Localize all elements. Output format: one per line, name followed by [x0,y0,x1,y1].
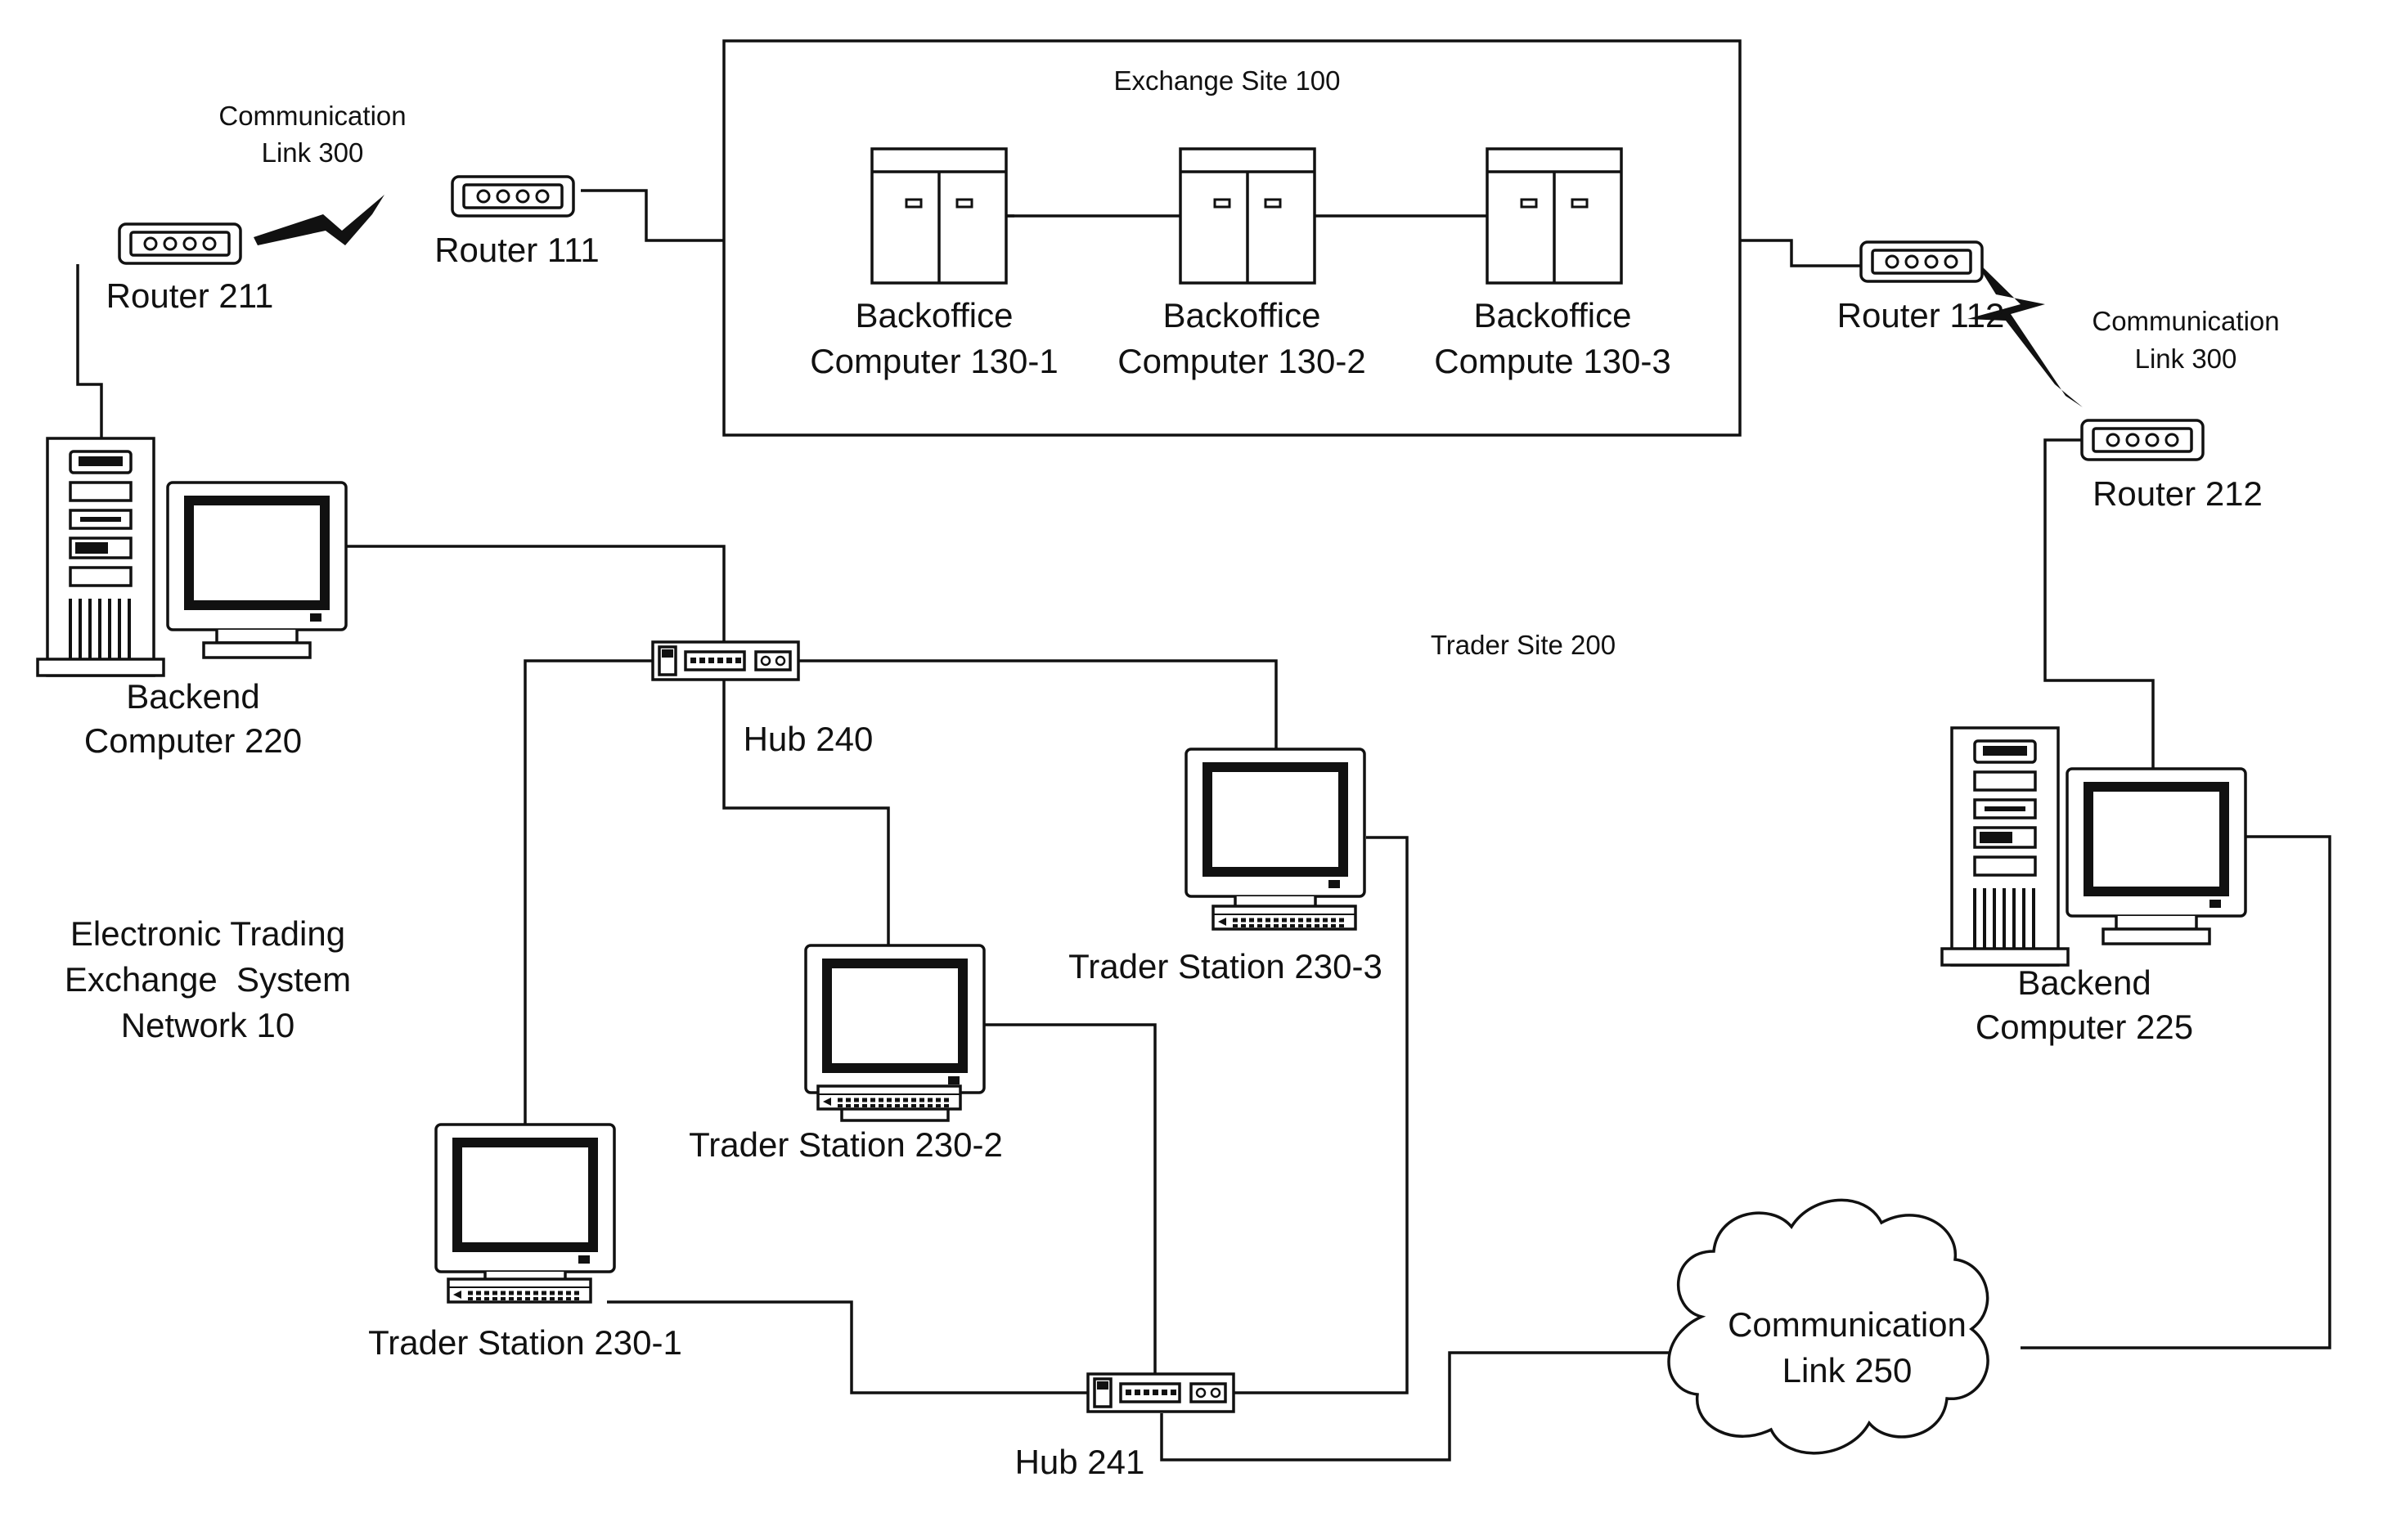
hub-240-label: Hub 240 [744,720,874,758]
hub-241-label: Hub 241 [1015,1443,1145,1481]
router-icon [1861,242,1982,281]
exchange-site-label: Exchange Site 100 [1113,65,1340,96]
monitor-icon [1186,749,1364,924]
network-hub-icon [653,642,798,680]
backoffice-server-icon [872,149,1006,283]
tower-computer-icon [38,438,164,676]
comm-link-300-right-line2: Link 300 [2135,343,2237,374]
monitor-icon [2067,769,2245,944]
router-211-label: Router 211 [106,276,274,315]
router-111-label: Router 111 [434,231,600,269]
trader-site-label: Trader Site 200 [1431,630,1616,660]
system-title-line2: Exchange System [65,960,351,999]
comm-link-300-right-line1: Communication [2092,306,2279,336]
comm-link-300-left-line2: Link 300 [262,137,364,168]
backoffice-130-3-line2: Compute 130-3 [1434,342,1671,380]
backend-220-line2: Computer 220 [84,721,302,760]
lightning-link-icon [254,195,384,245]
monitor-icon [168,483,346,658]
backoffice-130-1-line2: Computer 130-1 [810,342,1059,380]
backoffice-130-1-line1: Backoffice [856,296,1014,334]
backoffice-130-2-line2: Computer 130-2 [1117,342,1366,380]
backoffice-server-icon [1180,149,1315,283]
system-title-line3: Network 10 [121,1006,294,1044]
backend-225-line1: Backend [2017,963,2151,1002]
keyboard-icon [448,1279,591,1302]
comm-link-250-line1: Communication [1728,1305,1967,1344]
network-hub-icon [1088,1374,1234,1412]
backend-225-line2: Computer 225 [1976,1008,2193,1046]
tower-computer-icon [1942,728,2068,965]
keyboard-icon [818,1086,960,1109]
comm-link-300-left-line1: Communication [218,101,406,131]
router-icon [452,177,573,216]
router-112-label: Router 112 [1837,296,2005,334]
trader-230-1-label: Trader Station 230-1 [368,1323,682,1362]
backoffice-130-3-line1: Backoffice [1474,296,1632,334]
comm-link-250-line2: Link 250 [1782,1351,1913,1390]
trader-230-3-label: Trader Station 230-3 [1068,947,1382,986]
backoffice-130-2-line1: Backoffice [1163,296,1321,334]
monitor-icon [436,1125,614,1300]
router-icon [119,224,240,263]
system-title-line1: Electronic Trading [70,914,345,953]
backoffice-server-icon [1487,149,1621,283]
keyboard-icon [1213,906,1355,929]
trader-230-2-label: Trader Station 230-2 [689,1125,1003,1164]
backend-220-line1: Backend [126,677,259,716]
router-212-label: Router 212 [2093,474,2263,513]
router-icon [2082,420,2203,460]
